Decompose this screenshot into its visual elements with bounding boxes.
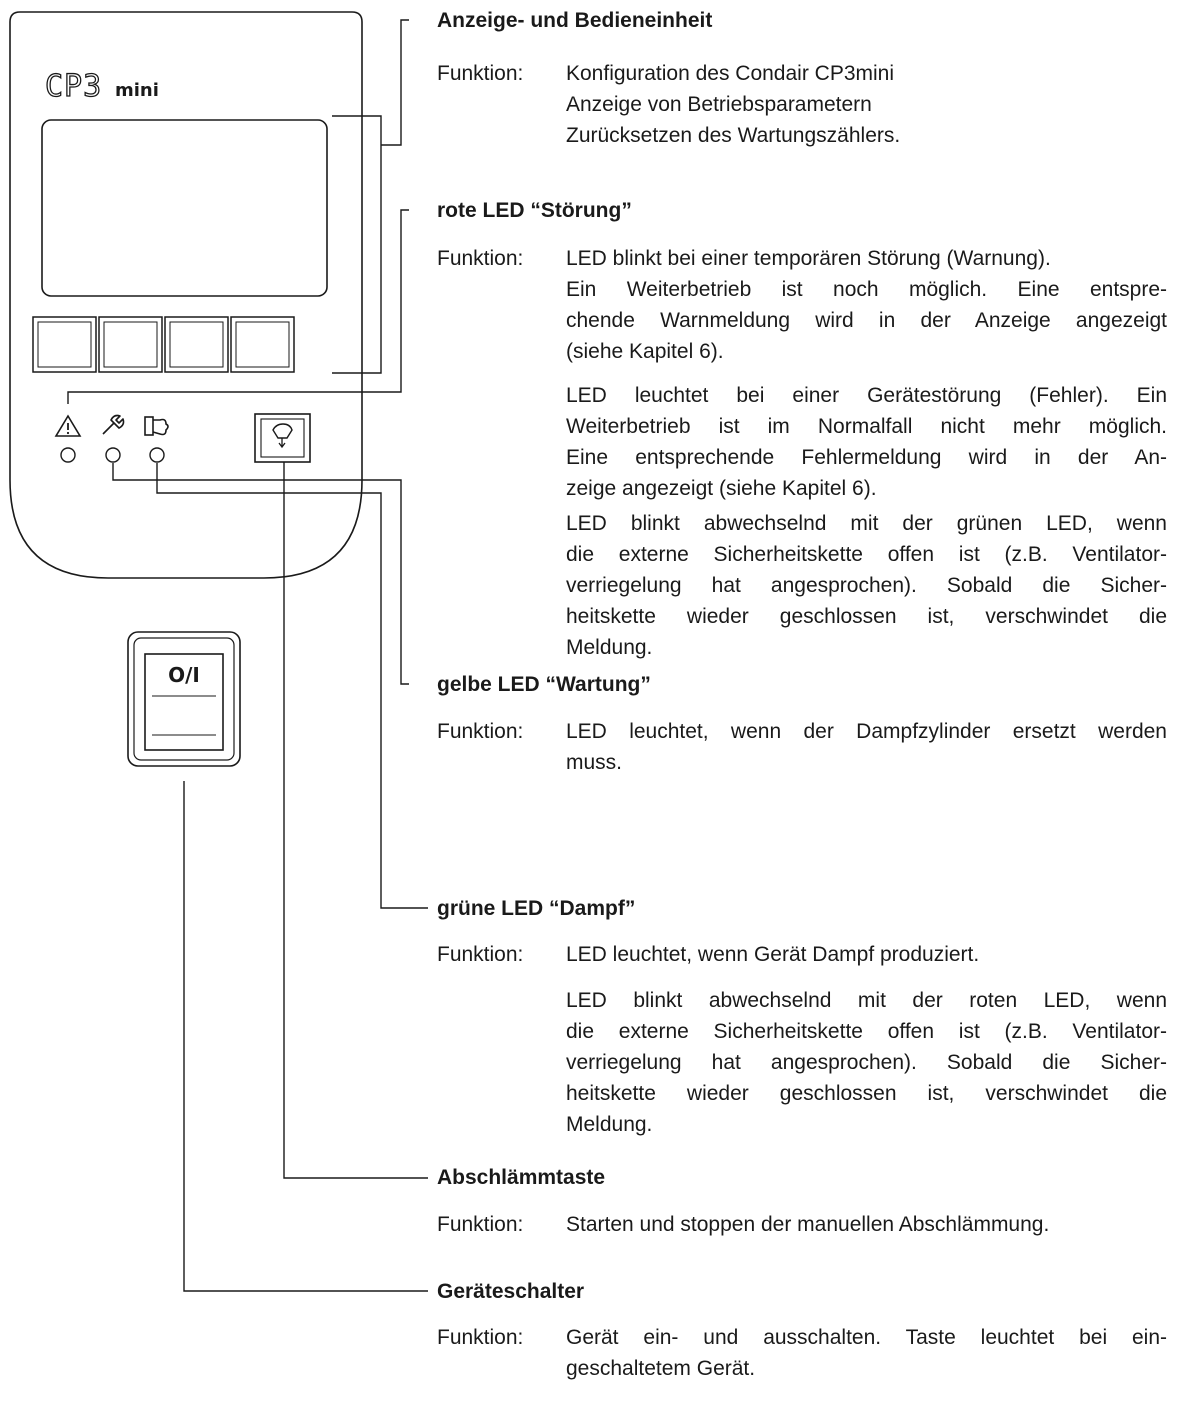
function-paragraph: Gerät ein- und ausschalten. Taste leucht…	[566, 1326, 1167, 1380]
svg-text:CP3: CP3	[45, 69, 102, 104]
section-title-display-unit: Anzeige- und Bedieneinheit	[437, 9, 713, 32]
yellow-led	[105, 447, 121, 463]
function-paragraph: LED blinkt bei einer temporären Störung …	[566, 247, 1167, 363]
function-line: Anzeige von Betriebsparametern	[566, 93, 872, 116]
display-screen	[41, 119, 328, 297]
function-label: Funktion:	[437, 247, 524, 270]
drain-icon	[272, 423, 293, 439]
red-led	[60, 447, 76, 463]
cp3mini-logo: CP3 mini	[44, 68, 159, 104]
section-title-green-led: grüne LED “Dampf”	[437, 897, 636, 920]
function-label: Funktion:	[437, 1326, 524, 1349]
section-title-yellow-led: gelbe LED “Wartung”	[437, 673, 651, 696]
keypad-button-3[interactable]	[164, 316, 229, 373]
function-label: Funktion:	[437, 1213, 524, 1236]
function-line: Zurücksetzen des Wartungszählers.	[566, 124, 901, 147]
function-label: Funktion:	[437, 943, 524, 966]
svg-text:mini: mini	[115, 80, 159, 101]
section-title-drain-button: Abschlämmtaste	[437, 1166, 606, 1189]
keypad-button-1[interactable]	[32, 316, 97, 373]
function-line: Starten und stoppen der manuellen Abschl…	[566, 1213, 1050, 1236]
function-paragraph: LED blinkt abwechselnd mit der roten LED…	[566, 989, 1167, 1136]
function-paragraph: LED leuchtet, wenn der Dampfzylinder ers…	[566, 720, 1167, 774]
warning-triangle-icon	[54, 414, 82, 437]
function-label: Funktion:	[437, 720, 524, 743]
leader-lines	[67, 19, 428, 1292]
drain-button[interactable]	[254, 413, 311, 463]
function-line: Konfiguration des Condair CP3mini	[566, 62, 895, 85]
function-paragraph: LED blinkt abwechselnd mit der grünen LE…	[566, 512, 1167, 659]
keypad-button-2[interactable]	[98, 316, 163, 373]
control-panel-housing	[9, 11, 363, 579]
switch-label: O/I	[168, 663, 200, 687]
section-title-main-switch: Geräteschalter	[437, 1280, 585, 1303]
steam-icon	[144, 416, 169, 436]
function-label: Funktion:	[437, 62, 524, 85]
green-led	[149, 447, 165, 463]
main-switch[interactable]: O/I	[127, 631, 241, 767]
section-title-red-led: rote LED “Störung”	[437, 199, 632, 222]
keypad	[32, 316, 295, 373]
wrench-icon	[102, 414, 125, 435]
function-paragraph: LED leuchtet, wenn Gerät Dampf produzier…	[566, 943, 980, 966]
keypad-button-4[interactable]	[230, 316, 295, 373]
function-paragraph: LED leuchtet bei einer Gerätestörung (Fe…	[566, 384, 1167, 500]
